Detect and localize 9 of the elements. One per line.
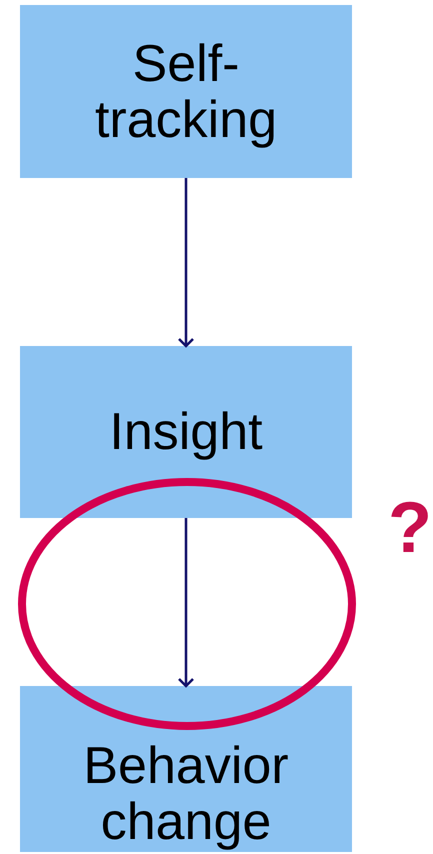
arrow [178,178,194,348]
process-box [20,5,352,178]
process-box [20,686,352,852]
question-mark: ? [388,488,432,568]
box-label: Self- tracking [94,36,278,148]
box-label: Insight [109,404,263,460]
arrow [178,518,194,688]
process-box [20,346,352,518]
box-label: Behavior change [82,738,290,850]
